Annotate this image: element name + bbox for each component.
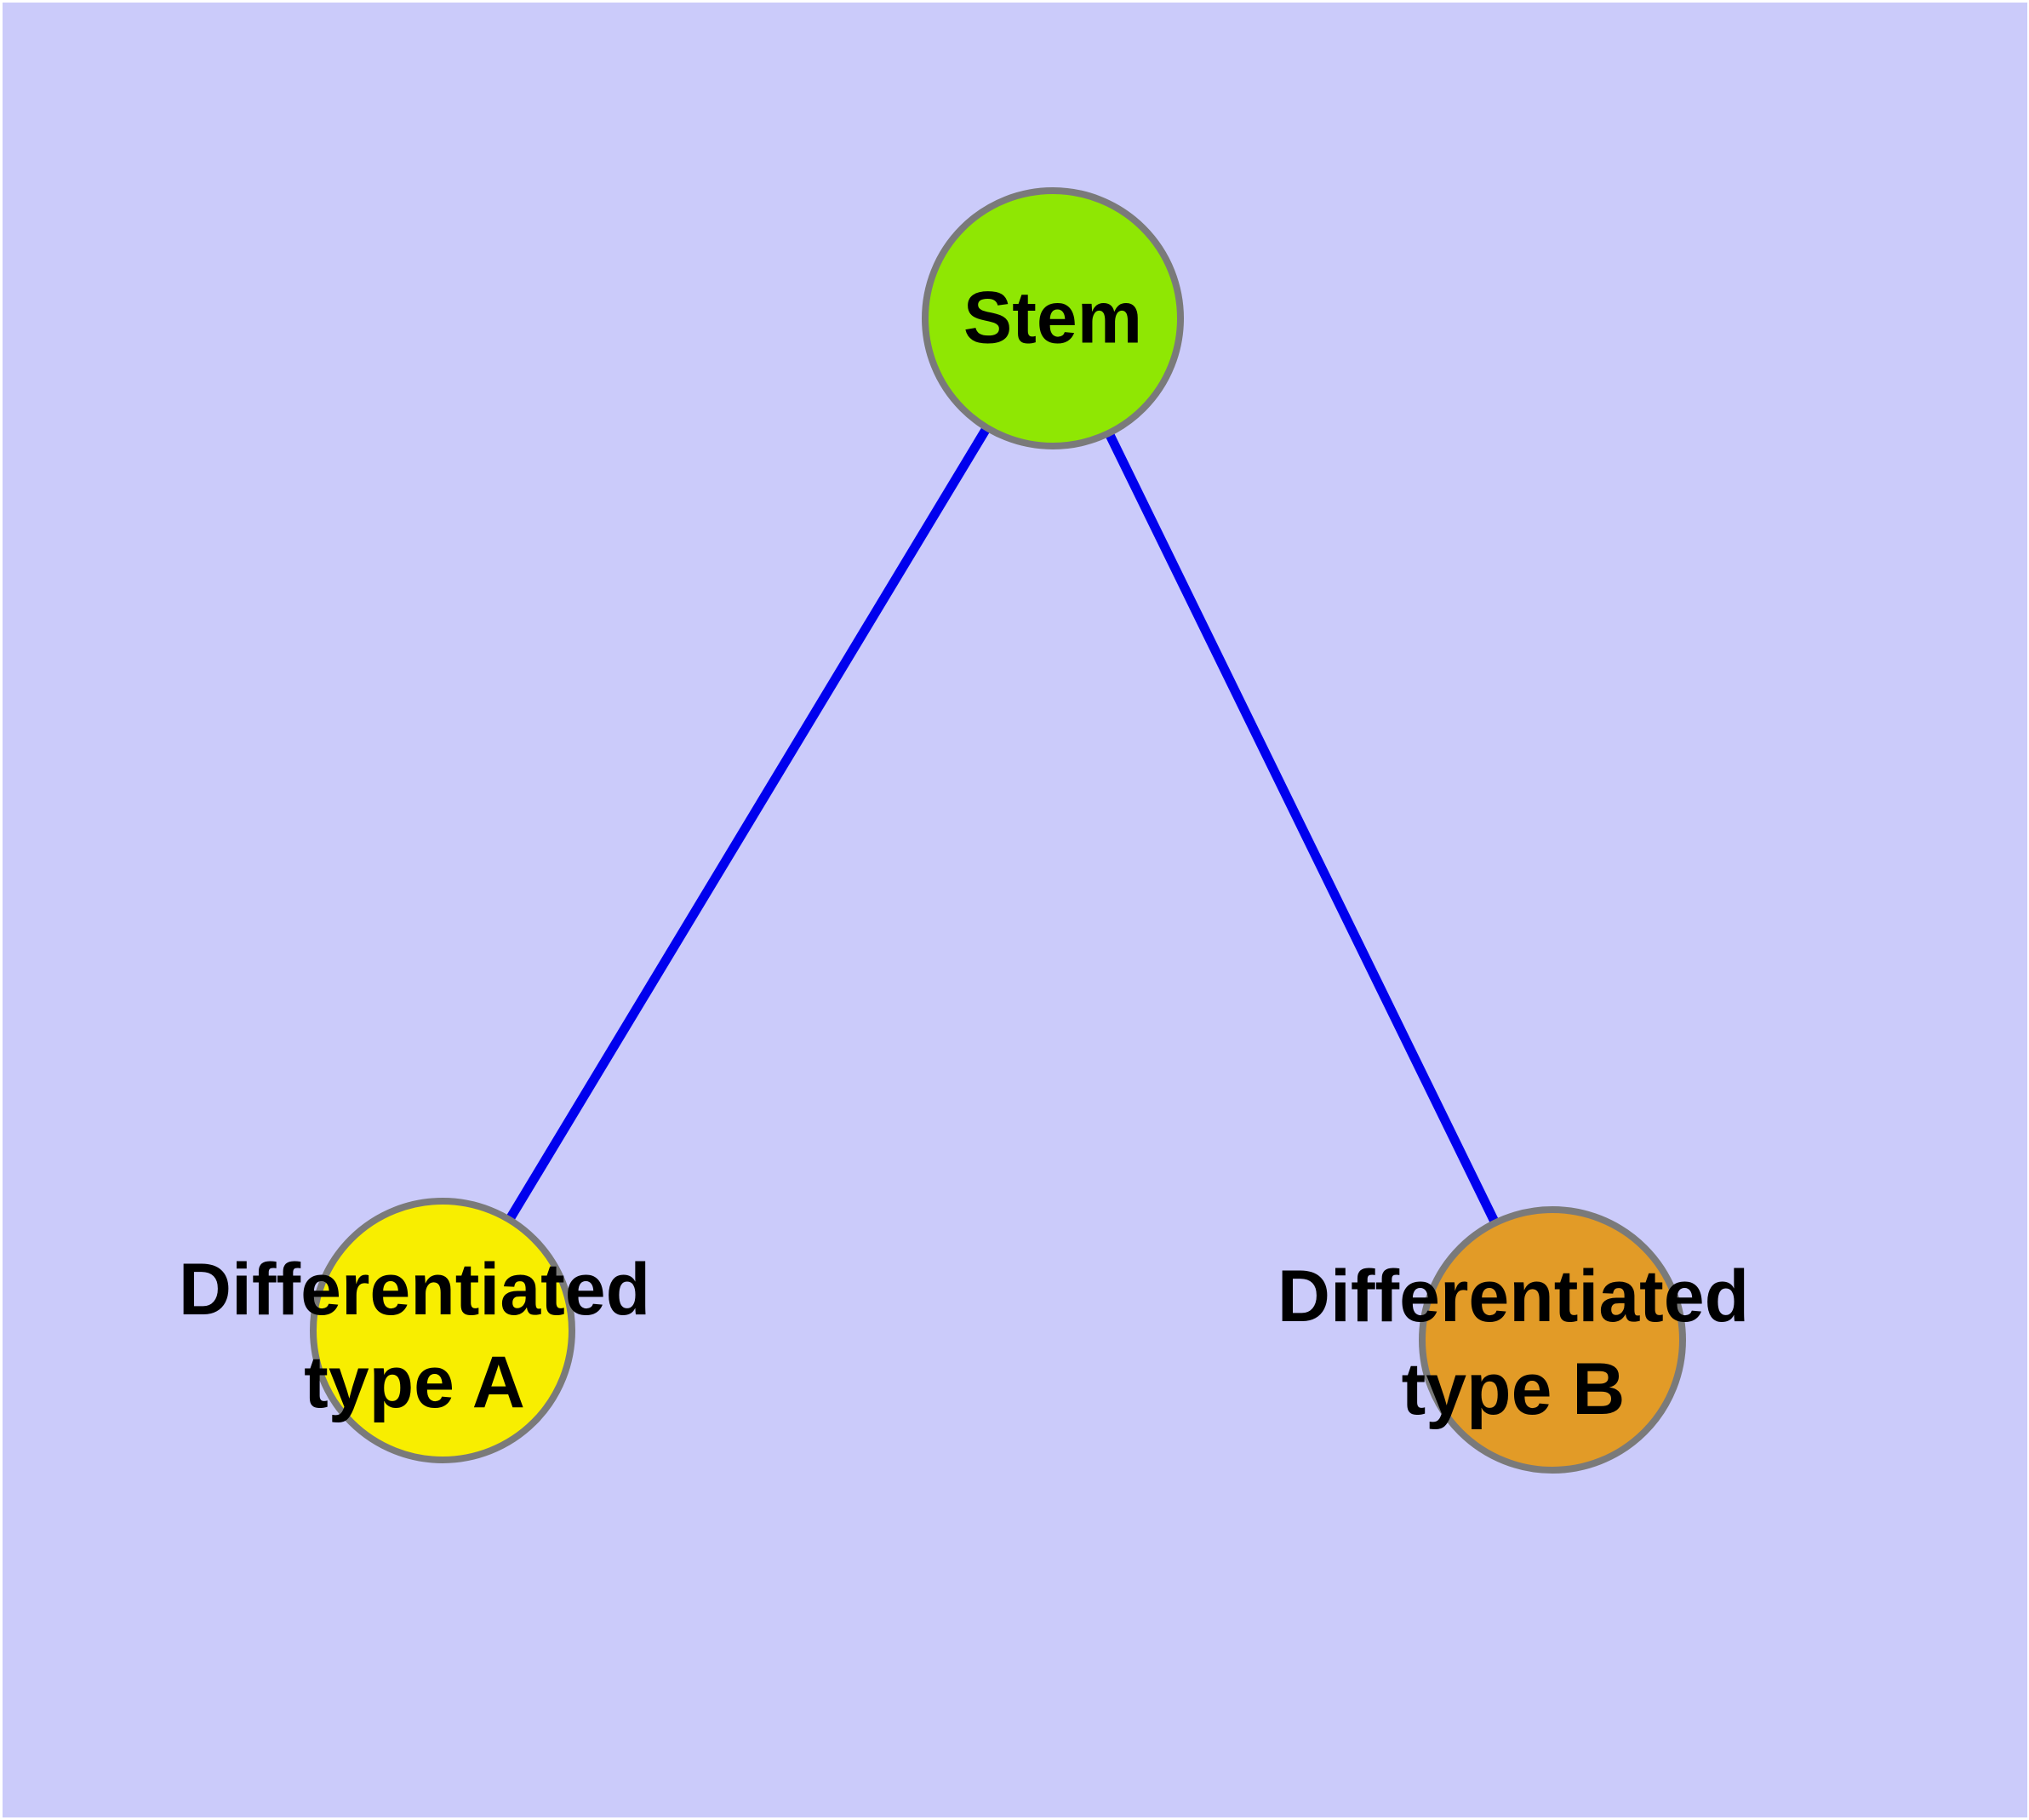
node-type-a-circle: [310, 1198, 575, 1463]
node-stem-circle: [922, 187, 1184, 449]
node-type-b-label: Differentiated type B: [1277, 1251, 1749, 1436]
edge-stem-to-type-a: [438, 316, 1057, 1333]
node-type-a-label-line2: type A: [304, 1342, 525, 1423]
node-type-a-label: Differentiated type A: [179, 1244, 650, 1429]
node-type-a-label-line1: Differentiated: [178, 1248, 651, 1331]
node-type-b-circle: [1419, 1206, 1686, 1474]
edge-stem-to-type-b: [1049, 316, 1557, 1342]
node-type-b-label-line1: Differentiated: [1277, 1255, 1750, 1337]
node-type-b-label-line2: type B: [1401, 1348, 1626, 1430]
node-stem-label: Stem: [963, 277, 1143, 359]
